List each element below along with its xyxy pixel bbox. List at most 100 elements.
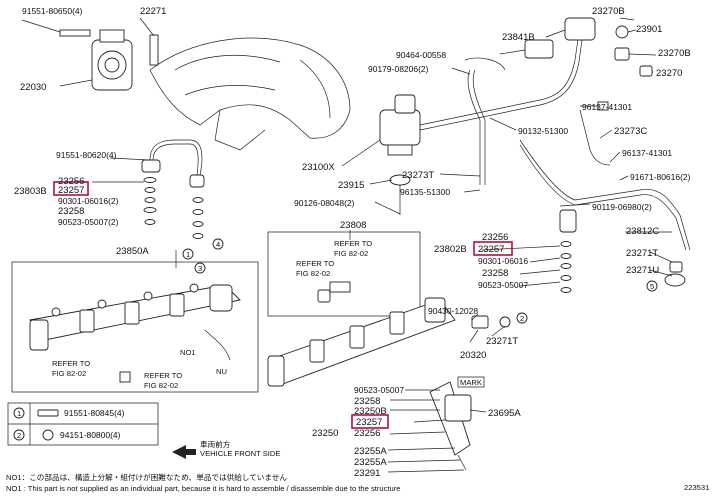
intake-manifold-illustration	[149, 37, 351, 151]
label-23808: 23808	[340, 220, 366, 231]
label-23273T: 23273T	[402, 170, 434, 181]
label-23256-left: 23256	[58, 176, 84, 187]
label-90132-51300: 90132-51300	[518, 126, 568, 136]
left-fuel-rail-illustration	[29, 283, 241, 383]
figure-id: 223531	[684, 483, 709, 492]
label-23255A-b: 23255A	[354, 457, 387, 468]
callout-3: 3	[198, 264, 202, 273]
label-23915: 23915	[338, 180, 364, 191]
label-90523-05007-center: 90523-05007	[354, 385, 404, 395]
label-96137-41301-b: 96137-41301	[622, 148, 672, 158]
label-23258-left: 23258	[58, 206, 84, 217]
legend-2-number: 2	[17, 431, 21, 440]
label-23291: 23291	[354, 468, 380, 479]
label-23273C: 23273C	[614, 126, 647, 137]
refer-to-a-line2: FIG 82-02	[334, 249, 368, 258]
label-23258-right: 23258	[482, 268, 508, 279]
center-fuel-pipes	[419, 24, 691, 251]
callout-5: 5	[650, 282, 654, 291]
pulsation-damper-illustration	[379, 94, 421, 215]
refer-to-b-line2: FIG 82-02	[296, 269, 330, 278]
label-90523-05007-right: 90523-05007	[478, 280, 528, 290]
front-label-en: VEHICLE FRONT SIDE	[200, 449, 280, 458]
front-label-jp: 車両前方	[200, 439, 231, 449]
label-91551-80650: 91551-80650(4)	[22, 6, 83, 16]
refer-to-d-line2: FIG 82-02	[144, 381, 178, 390]
label-23250: 23250	[312, 428, 338, 439]
highlight-23257-left	[53, 181, 89, 196]
label-23100X: 23100X	[302, 162, 335, 173]
label-22271: 22271	[140, 6, 166, 17]
label-no1: NO1	[180, 348, 196, 357]
label-mark: MARK	[460, 378, 482, 387]
throttle-body-illustration	[59, 29, 159, 91]
part-labels: 91551-80650(4) 22271 22030 23270B 23901 …	[14, 6, 691, 479]
label-23271T-right: 23271T	[626, 248, 658, 259]
label-23850A: 23850A	[116, 246, 149, 257]
label-90523-05007-left: 90523-05007(2)	[58, 217, 119, 227]
label-23271T-center: 23271T	[486, 336, 518, 347]
label-23802B: 23802B	[434, 244, 467, 255]
label-90301-06016-left: 90301-06016(2)	[58, 196, 119, 206]
mark-box	[457, 376, 485, 388]
label-23257-center: 23257	[356, 417, 382, 428]
label-90464-00558: 90464-00558	[396, 50, 446, 60]
label-23270B-mid: 23270B	[658, 48, 691, 59]
fuel-injector-illustration	[429, 381, 472, 471]
callout-4: 4	[216, 240, 220, 249]
label-23803B: 23803B	[14, 186, 47, 197]
callout-group-left	[182, 238, 224, 274]
label-23901: 23901	[636, 24, 662, 35]
vehicle-front-arrow	[172, 445, 196, 459]
label-23270B-top: 23270B	[592, 6, 625, 17]
callout-numbers: 1 4 3 5 2	[186, 240, 654, 323]
label-23812C: 23812C	[626, 226, 659, 237]
label-90126-08048: 90126-08048(2)	[294, 198, 355, 208]
label-23256-right: 23256	[482, 232, 508, 243]
label-23257-right: 23257	[478, 244, 504, 255]
refer-to-b-line1: REFER TO	[296, 259, 334, 268]
label-91551-80620: 91551-80620(4)	[56, 150, 117, 160]
legend-text: 1 91551-80845(4) 2 94151-80800(4)	[17, 408, 125, 440]
reference-labels: REFER TO FIG 82-02 REFER TO FIG 82-02 RE…	[52, 239, 372, 390]
left-rail-pipe	[141, 139, 205, 188]
leader-lines	[341, 17, 673, 473]
top-right-parts-illustration	[524, 17, 686, 293]
label-23257-left: 23257	[58, 185, 84, 196]
label-23255A-a: 23255A	[354, 446, 387, 457]
refer-to-a-line1: REFER TO	[334, 239, 372, 248]
label-90119-06980: 90119-06980(2)	[592, 202, 652, 212]
refer-to-c-line2: FIG 82-02	[52, 369, 86, 378]
refer-to-d-line1: REFER TO	[144, 371, 182, 380]
highlight-23257-center	[351, 414, 389, 429]
pressure-sensor-illustration	[471, 312, 528, 329]
label-22030: 22030	[20, 82, 46, 93]
label-90430-12028: 90430-12028	[428, 306, 478, 316]
legend-table	[7, 402, 159, 446]
legend-1-part: 91551-80845(4)	[64, 408, 125, 418]
label-96135-51300: 96135-51300	[400, 187, 450, 197]
label-23256-center: 23256	[354, 428, 380, 439]
label-96137-41301-a: 96137-41301	[582, 102, 632, 112]
label-91671-80616: 91671-80616(2)	[630, 172, 691, 182]
legend-1-number: 1	[17, 409, 21, 418]
callout-1: 1	[186, 250, 190, 259]
left-seal-stack	[143, 177, 204, 239]
footnote-en: NO1 : This part is not supplied as an in…	[6, 484, 401, 493]
label-90179-08206: 90179-08206(2)	[368, 64, 429, 74]
label-23270: 23270	[656, 68, 682, 79]
label-nu: NU	[216, 367, 227, 376]
legend-2-part: 94151-80800(4)	[60, 430, 121, 440]
callout-2: 2	[520, 314, 524, 323]
footnote-jp: NO1：この部品は、構造上分解・組付けが困難なため、単品では供給していません	[6, 472, 287, 482]
label-23250B: 23250B	[354, 406, 387, 417]
label-23841B: 23841B	[502, 32, 535, 43]
label-23271U: 23271U	[626, 265, 659, 276]
refer-to-c-line1: REFER TO	[52, 359, 90, 368]
label-23695A: 23695A	[488, 408, 521, 419]
label-20320: 20320	[460, 350, 486, 361]
highlight-23257-right	[473, 241, 513, 256]
right-rail-box	[267, 231, 421, 317]
left-rail-box	[11, 261, 259, 393]
